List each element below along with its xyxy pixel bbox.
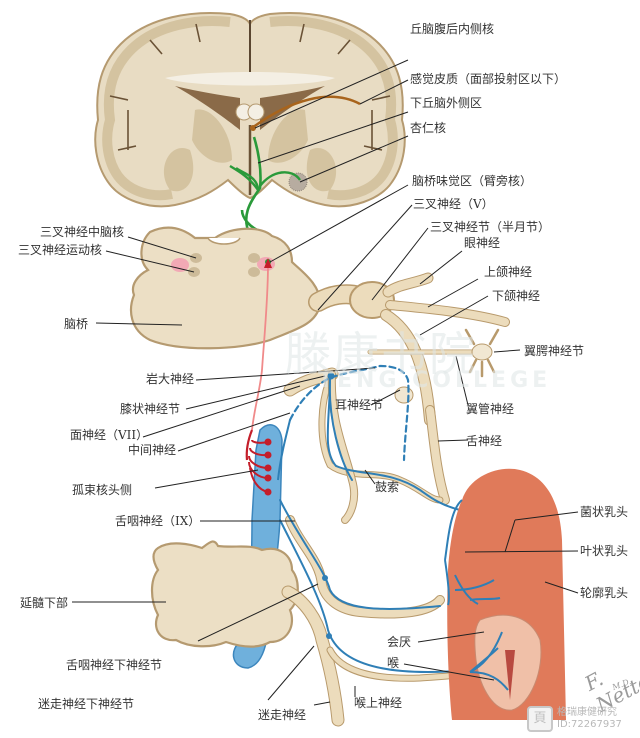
label-ophthalmic-nerve: 眼神经 xyxy=(464,236,501,250)
watermark-logo-icon: 頁 xyxy=(527,706,553,732)
label-foliate-papillae: 叶状乳头 xyxy=(580,544,629,558)
label-thalamus-vpm: 丘脑腹后内侧核 xyxy=(410,22,495,36)
label-pons: 脑桥 xyxy=(64,317,89,331)
watermark-center-en: TENG COLLEGE xyxy=(318,368,552,393)
watermark-bottom-right: 頁 格瑞康健研究 ID:72267937 xyxy=(527,706,622,732)
coronal-brain-section xyxy=(94,12,406,236)
label-nerve-pterygoid-canal: 翼管神经 xyxy=(466,402,515,416)
label-lower-medulla: 延髓下部 xyxy=(20,596,69,610)
label-pontine-taste-area: 脑桥味觉区（臂旁核） xyxy=(412,174,533,188)
label-superior-laryngeal-nerve: 喉上神经 xyxy=(354,696,403,710)
watermark-line1: 格瑞康健研究 xyxy=(557,707,617,718)
leader-lines xyxy=(72,59,579,706)
glossopharyngeal-vagus-nerves xyxy=(279,499,474,727)
label-facial-nerve: 面神经（VII） xyxy=(70,428,149,442)
tongue-larynx xyxy=(444,468,566,720)
label-motor-trigeminal-nucleus: 三叉神经运动核 xyxy=(18,243,103,257)
label-vallate-papillae: 轮廓乳头 xyxy=(580,586,629,600)
label-sensory-cortex: 感觉皮质（面部投射区以下） xyxy=(410,72,567,86)
label-lingual-nerve: 舌神经 xyxy=(466,434,503,448)
label-inferior-ganglion-vagus: 迷走神经下神经节 xyxy=(38,697,135,711)
label-larynx: 喉 xyxy=(387,656,400,670)
label-inferior-ganglion-glossopharyngeal: 舌咽神经下神经节 xyxy=(66,658,163,672)
pons-section xyxy=(130,226,322,350)
label-geniculate-ganglion: 膝状神经节 xyxy=(120,402,181,416)
label-nucleus-solitary-rostral: 孤束核头侧 xyxy=(72,483,133,497)
label-chorda-tympani: 鼓索 xyxy=(375,480,400,494)
label-maxillary-nerve: 上颌神经 xyxy=(484,265,533,279)
watermark-center-cn: 滕康书院 xyxy=(285,327,477,381)
label-amygdala: 杏仁核 xyxy=(410,121,447,135)
label-greater-petrosal-nerve: 岩大神经 xyxy=(146,372,195,386)
watermark-line2: ID:72267937 xyxy=(557,719,622,730)
label-lateral-hypothalamus: 下丘脑外侧区 xyxy=(410,96,483,110)
label-epiglottis: 会厌 xyxy=(387,635,412,649)
label-pterygopalatine-ganglion: 翼腭神经节 xyxy=(524,344,585,358)
label-nervus-intermedius: 中间神经 xyxy=(128,443,177,457)
label-trigeminal-nerve: 三叉神经（V） xyxy=(413,197,494,211)
label-mandibular-nerve: 下颌神经 xyxy=(492,289,541,303)
label-otic-ganglion: 耳神经节 xyxy=(335,398,384,412)
label-mesencephalic-trigeminal-nucleus: 三叉神经中脑核 xyxy=(40,225,125,239)
label-fungiform-papillae: 菌状乳头 xyxy=(580,505,629,519)
label-vagus-nerve: 迷走神经 xyxy=(258,708,307,722)
medulla-section xyxy=(150,540,299,648)
label-trigeminal-ganglion: 三叉神经节（半月节） xyxy=(430,220,551,234)
trigeminal-nerve-complex xyxy=(308,272,510,505)
label-glossopharyngeal-nerve: 舌咽神经（IX） xyxy=(115,514,201,528)
